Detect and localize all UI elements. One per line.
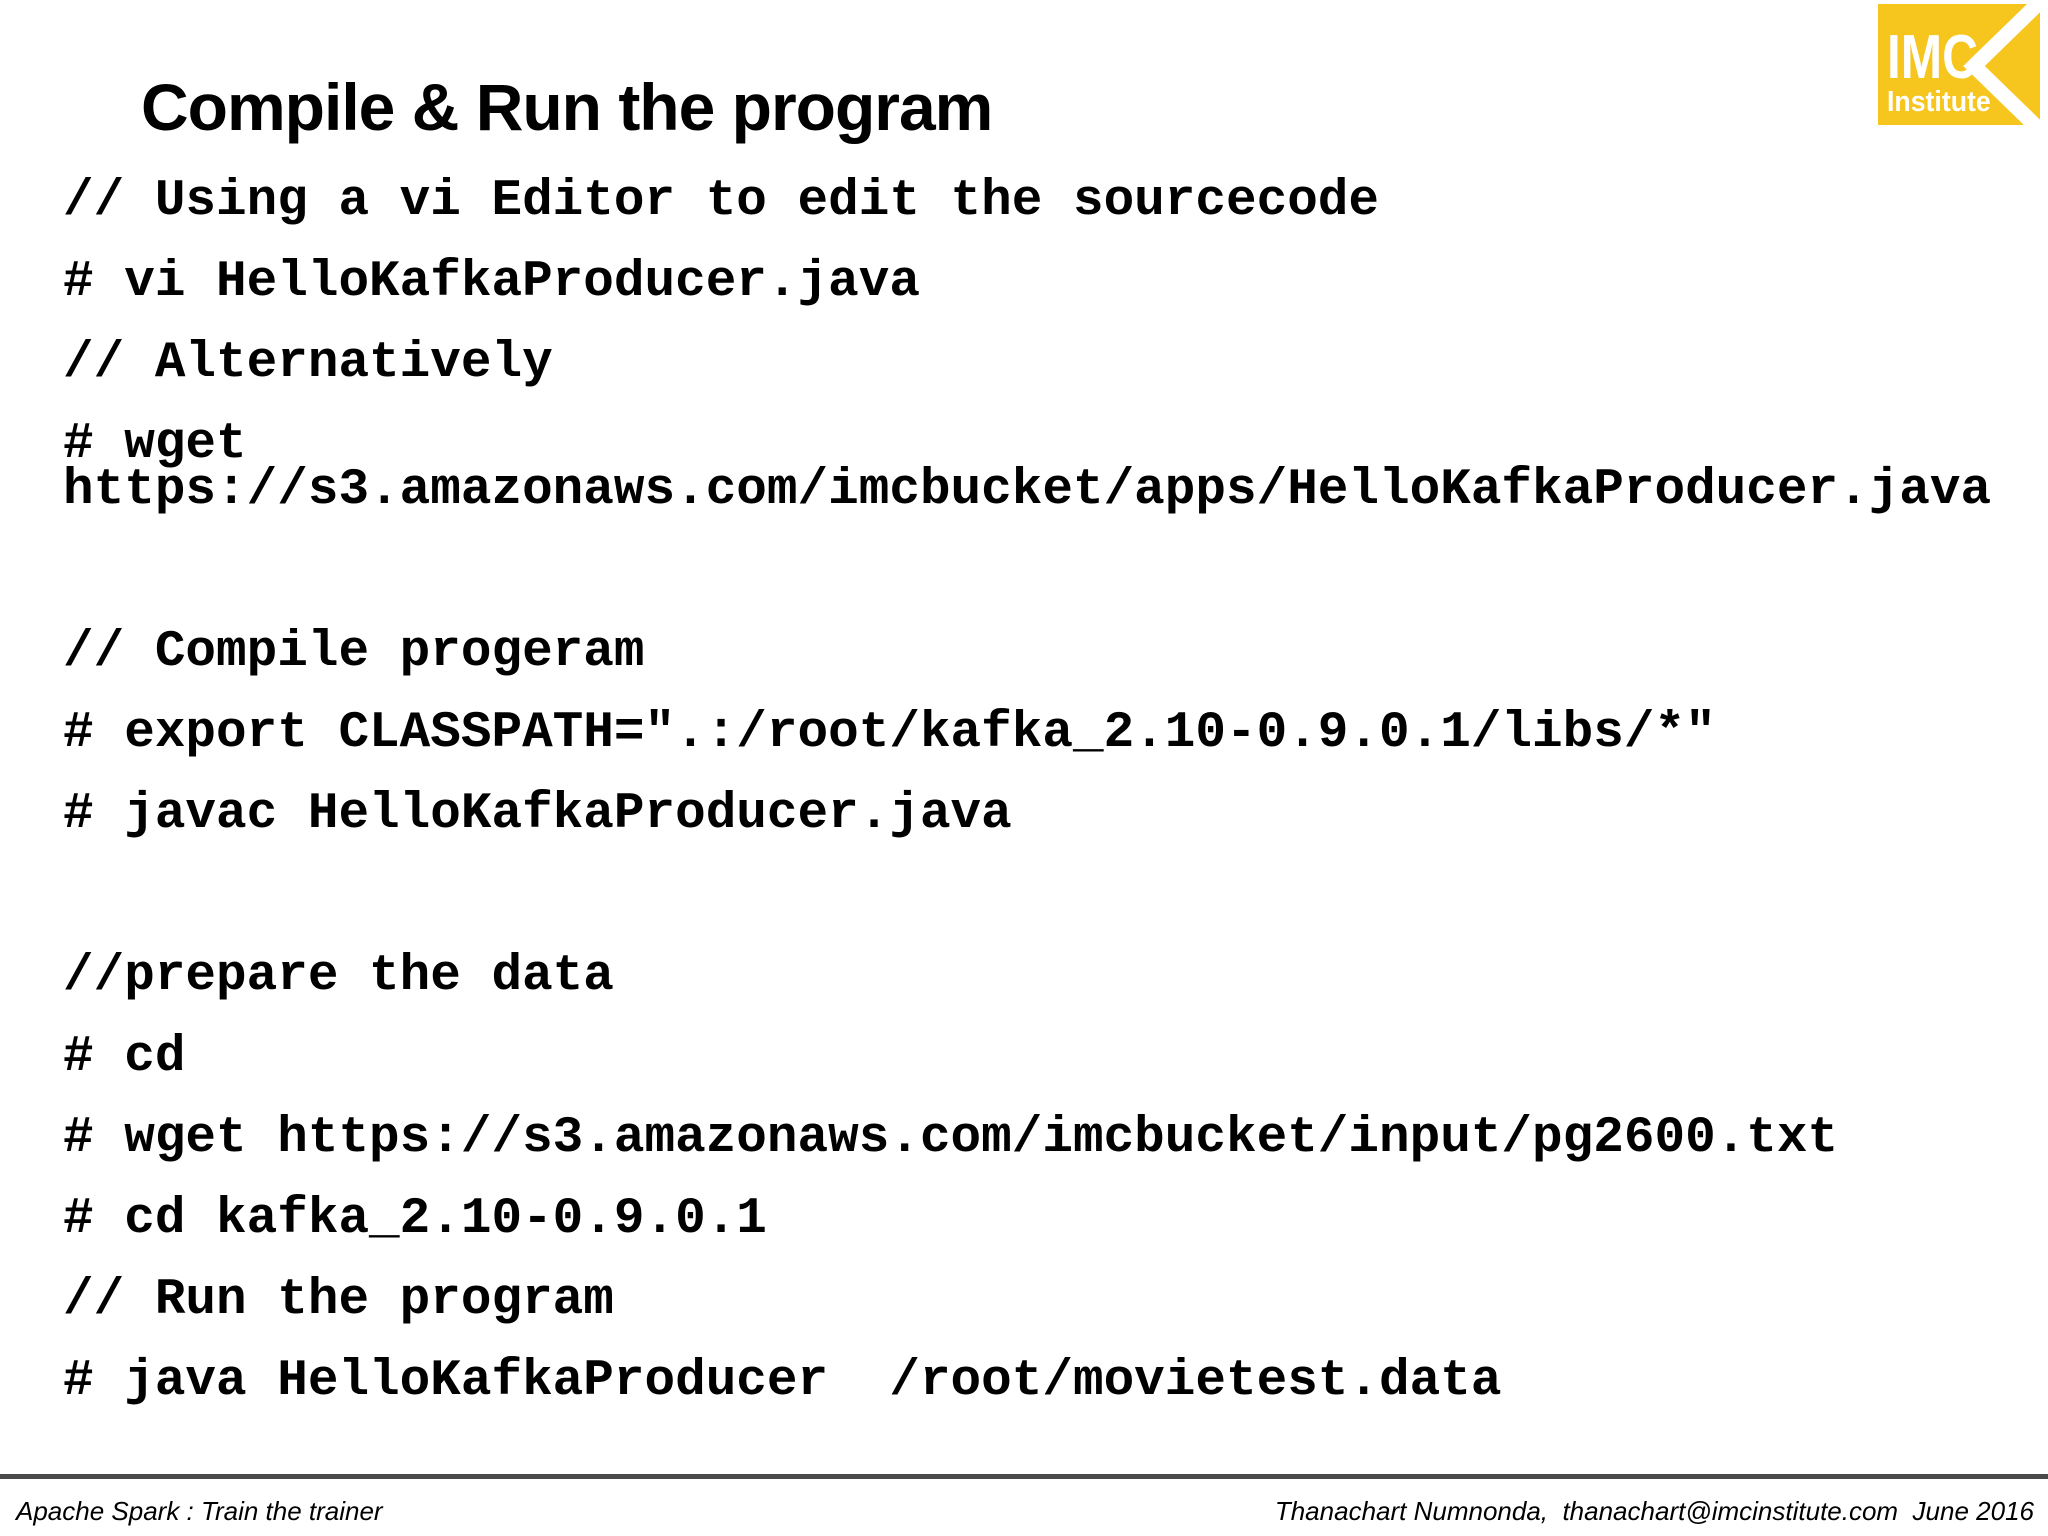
code-line-comment-alternatively: // Alternatively [63, 335, 553, 392]
blank-line [63, 873, 2028, 954]
slide-title: Compile & Run the program [141, 70, 993, 144]
imc-institute-logo: IMC Institute [1878, 4, 2040, 125]
code-line-comment-vi-editor: // Using a vi Editor to edit the sourcec… [63, 173, 1380, 230]
footer-divider [0, 1474, 2048, 1479]
code-line-export-classpath: # export CLASSPATH=".:/root/kafka_2.10-0… [63, 705, 1716, 762]
logo-text-imc: IMC [1887, 23, 1978, 92]
code-line-comment-prepare-data: //prepare the data [63, 948, 614, 1005]
code-line-comment-run: // Run the program [63, 1272, 614, 1329]
chevron-icon [1963, 4, 2040, 125]
code-line-java-run: # java HelloKafkaProducer /root/movietes… [63, 1353, 1502, 1410]
footer-author-contact: Thanachart Numnonda, thanachart@imcinsti… [1274, 1496, 2034, 1526]
code-block: // Using a vi Editor to edit the sourcec… [63, 173, 2028, 1440]
blank-line [63, 549, 2028, 630]
code-line-wget-app: # wget https://s3.amazonaws.com/imcbucke… [63, 416, 1992, 519]
footer-course-title: Apache Spark : Train the trainer [16, 1496, 383, 1526]
logo-text-institute: Institute [1887, 86, 1991, 118]
code-line-vi-command: # vi HelloKafkaProducer.java [63, 254, 920, 311]
code-line-wget-input: # wget https://s3.amazonaws.com/imcbucke… [63, 1110, 1839, 1167]
code-line-javac: # javac HelloKafkaProducer.java [63, 786, 1012, 843]
code-line-cd-kafka: # cd kafka_2.10-0.9.0.1 [63, 1191, 767, 1248]
code-line-comment-compile: // Compile progeram [63, 624, 645, 681]
code-line-cd-home: # cd [63, 1029, 186, 1086]
